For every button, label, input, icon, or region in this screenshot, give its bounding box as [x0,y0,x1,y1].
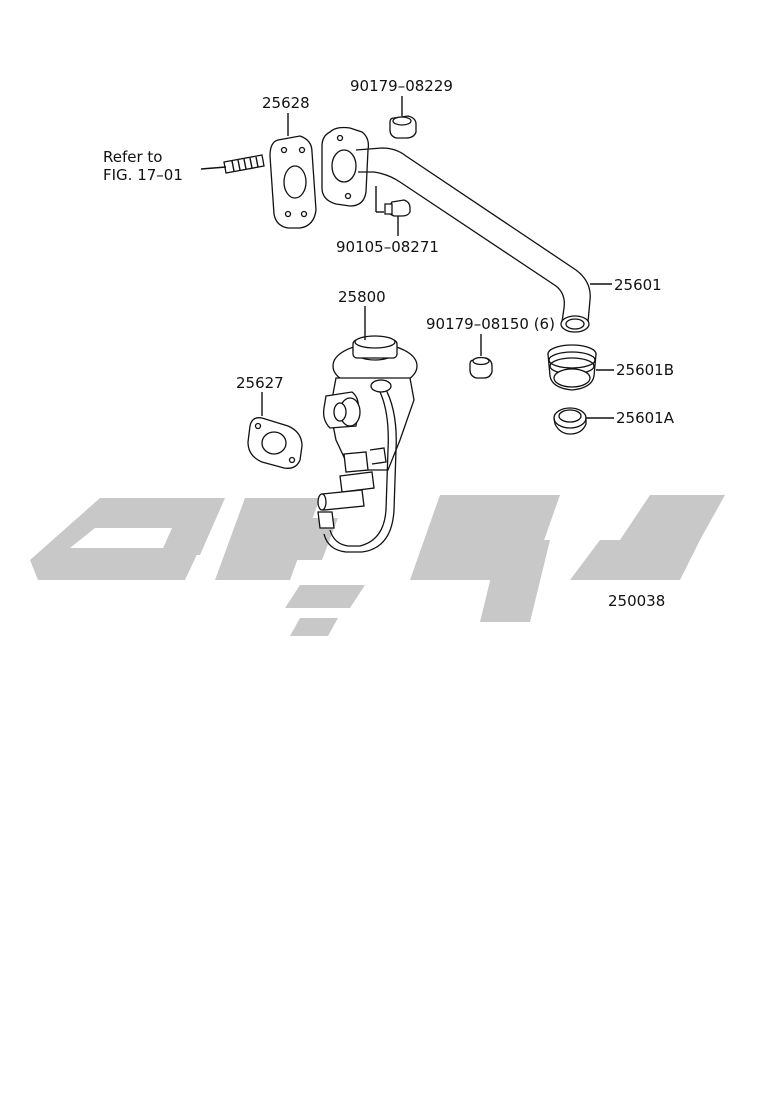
stud-bolt [223,154,265,174]
nut-90179-08229 [389,115,417,139]
label-90179-08229: 90179–08229 [350,77,453,95]
label-25601B: 25601B [616,361,674,379]
label-25601: 25601 [614,276,662,294]
gasket-25628 [269,135,317,229]
bolt-90105-08271 [375,186,411,217]
label-25627: 25627 [236,374,284,392]
label-refer-line1: Refer to [103,148,162,166]
egr-valve-25800 [317,335,418,553]
label-90179-08150: 90179–08150 (6) [426,315,555,333]
watermark-logo [30,495,725,636]
label-25800: 25800 [338,288,386,306]
ring-25601A [553,407,587,435]
pipe-25601 [321,126,591,333]
boot-25601B [547,344,597,391]
figure-code: 250038 [608,592,665,610]
leader-lines [200,96,614,419]
label-25601A: 25601A [616,409,675,427]
gasket-25627 [247,417,303,469]
label-refer-line2: FIG. 17–01 [103,166,183,184]
label-25628: 25628 [262,94,310,112]
nut-90179-08150 [469,356,493,379]
label-90105-08271: 90105–08271 [336,238,439,256]
